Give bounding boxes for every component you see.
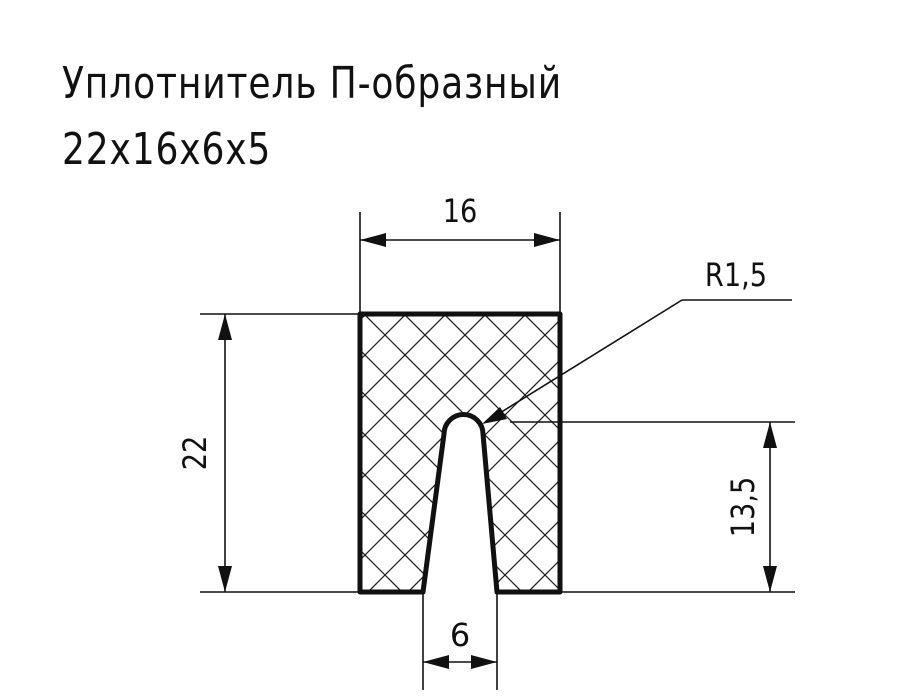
hatch-line <box>360 314 560 592</box>
hatch-line <box>360 314 461 592</box>
hatch-line <box>0 250 260 650</box>
slot-width-dimension-text: 6 <box>450 616 470 654</box>
hatch-line <box>0 250 30 650</box>
hatch-line <box>0 250 110 650</box>
radius-dimension-text: R1,5 <box>705 257 767 295</box>
hatch-line <box>360 314 560 592</box>
hatch-line <box>360 314 551 592</box>
hatch-line <box>670 250 900 650</box>
hatch-line <box>0 250 270 650</box>
hatch-line <box>0 250 70 650</box>
hatch-line <box>469 314 560 592</box>
width-dimension-text: 16 <box>443 193 478 231</box>
cross-hatch <box>0 250 900 650</box>
hatch-line <box>360 314 560 592</box>
hatch-line <box>360 314 431 592</box>
hatch-line <box>0 250 140 650</box>
hatch-line <box>0 250 150 650</box>
hatch-line <box>419 314 560 592</box>
hatch-line <box>360 314 511 592</box>
hatch-line <box>0 250 60 650</box>
profile-outline <box>357 311 563 595</box>
hatch-line <box>360 314 560 592</box>
slot-depth-dimension-text: 13,5 <box>725 477 763 538</box>
drawing-title-line1: Уплотнитель П-образный <box>62 58 563 109</box>
hatch-line <box>379 314 560 592</box>
hatch-line <box>0 250 180 650</box>
hatch-line <box>0 250 310 650</box>
hatch-line <box>0 250 190 650</box>
hatch-line <box>0 250 340 650</box>
hatch-line <box>459 314 560 592</box>
hatch-line <box>750 250 900 650</box>
hatch-line <box>360 314 560 592</box>
hatch-line <box>0 250 100 650</box>
hatch-line <box>360 314 560 592</box>
hatch-line <box>0 250 300 650</box>
hatch-line <box>360 314 560 592</box>
hatch-line <box>590 250 900 650</box>
radius-leader-line <box>486 299 683 422</box>
hatch-line <box>630 250 900 650</box>
hatch-line <box>710 250 900 650</box>
hatch-line <box>360 314 471 592</box>
height-dimension-text: 22 <box>177 436 215 471</box>
hatch-line <box>360 314 560 592</box>
hatch-line <box>360 314 560 592</box>
hatch-line <box>0 250 20 650</box>
hatch-line <box>549 314 560 592</box>
hatch-line <box>509 314 560 592</box>
hatch-line <box>0 250 350 650</box>
drawing-title-line2: 22x16x6x5 <box>62 124 272 175</box>
hatch-line <box>389 314 560 592</box>
arrowheads <box>218 233 777 669</box>
hatch-line <box>360 314 560 592</box>
